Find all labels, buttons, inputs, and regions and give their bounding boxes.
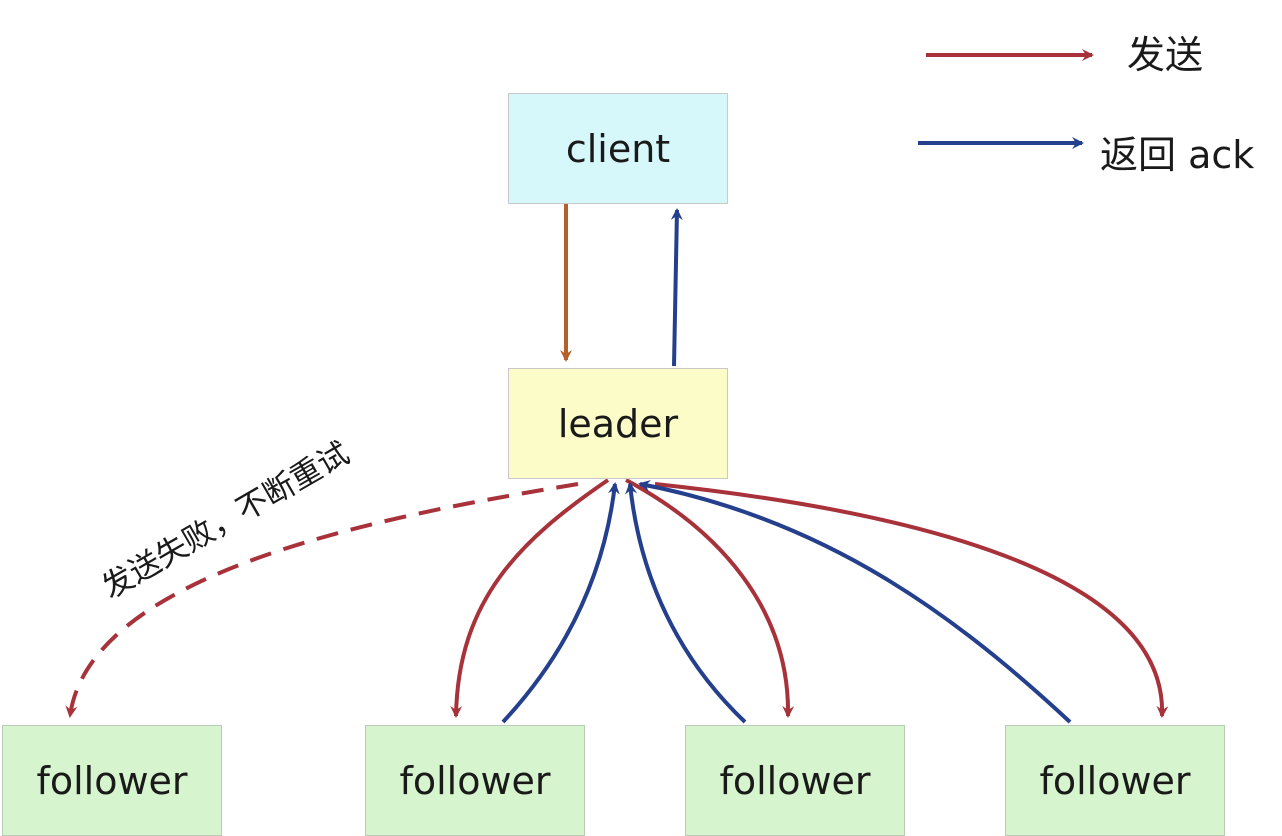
follower-node-3: follower — [685, 725, 905, 836]
follower-2-to-leader-ack-arrow — [501, 482, 620, 724]
follower-node-label: follower — [719, 758, 871, 803]
legend-ack-label: 返回 ack — [1100, 133, 1255, 177]
follower-node-label: follower — [399, 758, 551, 803]
follower-node-1: follower — [2, 725, 222, 836]
leader-to-follower-2-arrow — [450, 478, 610, 718]
follower-4-to-leader-ack-arrow — [638, 479, 1072, 724]
client-node: client — [508, 93, 728, 204]
follower-node-4: follower — [1005, 725, 1225, 836]
legend-send-label: 发送 — [1127, 33, 1204, 77]
leader-node: leader — [508, 368, 728, 479]
leader-to-follower-3-arrow — [625, 478, 795, 718]
follower-node-2: follower — [365, 725, 585, 836]
leader-to-follower-4-arrow — [654, 482, 1169, 718]
follower-3-to-leader-ack-arrow — [625, 482, 747, 724]
leader-to-client-ack-arrow — [670, 208, 683, 367]
follower-node-label: follower — [36, 758, 188, 803]
follower-node-label: follower — [1039, 758, 1191, 803]
leader-to-follower-1-failed-arrow — [65, 482, 579, 718]
client-node-label: client — [565, 126, 671, 171]
leader-node-label: leader — [557, 401, 679, 446]
